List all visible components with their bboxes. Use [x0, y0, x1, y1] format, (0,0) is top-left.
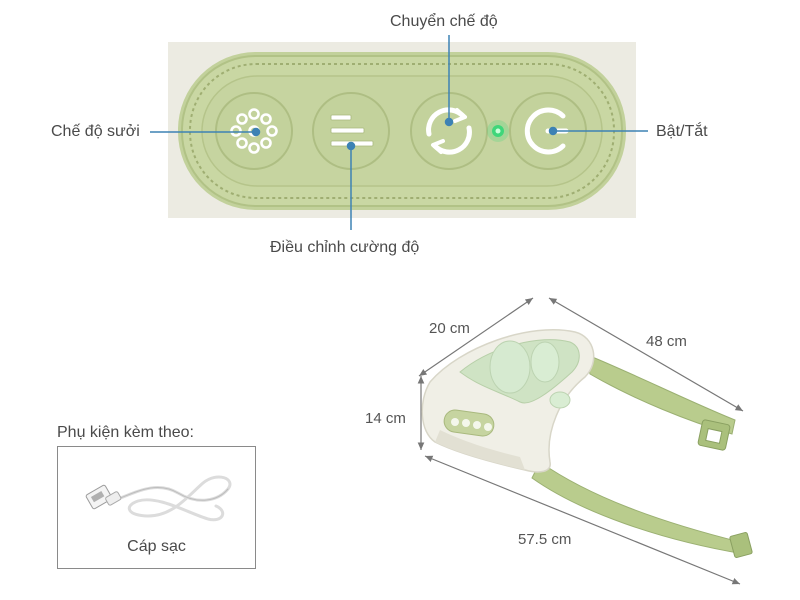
intensity-button[interactable] — [312, 92, 390, 170]
label-power: Bật/Tắt — [656, 123, 708, 140]
dimension-total-length: 57.5 cm — [518, 531, 572, 548]
neck-massager-photo — [421, 329, 753, 559]
accessory-box: Cáp sạc — [57, 446, 256, 569]
heat-dots-icon — [230, 108, 278, 154]
upper-strap — [584, 353, 736, 451]
usb-cable-icon — [85, 475, 232, 522]
accessories-title: Phụ kiện kèm theo: — [57, 424, 194, 441]
label-mode-switch: Chuyển chế độ — [390, 13, 498, 30]
mode-switch-button[interactable] — [410, 92, 488, 170]
power-button[interactable] — [509, 92, 587, 170]
label-intensity: Điều chỉnh cường độ — [270, 239, 420, 256]
control-panel-photo — [168, 42, 636, 218]
body-control-panel — [443, 409, 495, 437]
dimension-strap-length: 48 cm — [646, 333, 687, 350]
accessory-item-label: Cáp sạc — [127, 538, 186, 555]
dimension-height: 14 cm — [365, 410, 406, 427]
dimension-top-depth: 20 cm — [429, 320, 470, 337]
status-led — [487, 120, 509, 142]
cycle-arrows-icon — [426, 107, 472, 155]
long-strap — [531, 461, 753, 559]
massager-body — [421, 329, 595, 473]
label-heat-mode: Chế độ sưởi — [51, 123, 140, 140]
heat-mode-button[interactable] — [215, 92, 293, 170]
